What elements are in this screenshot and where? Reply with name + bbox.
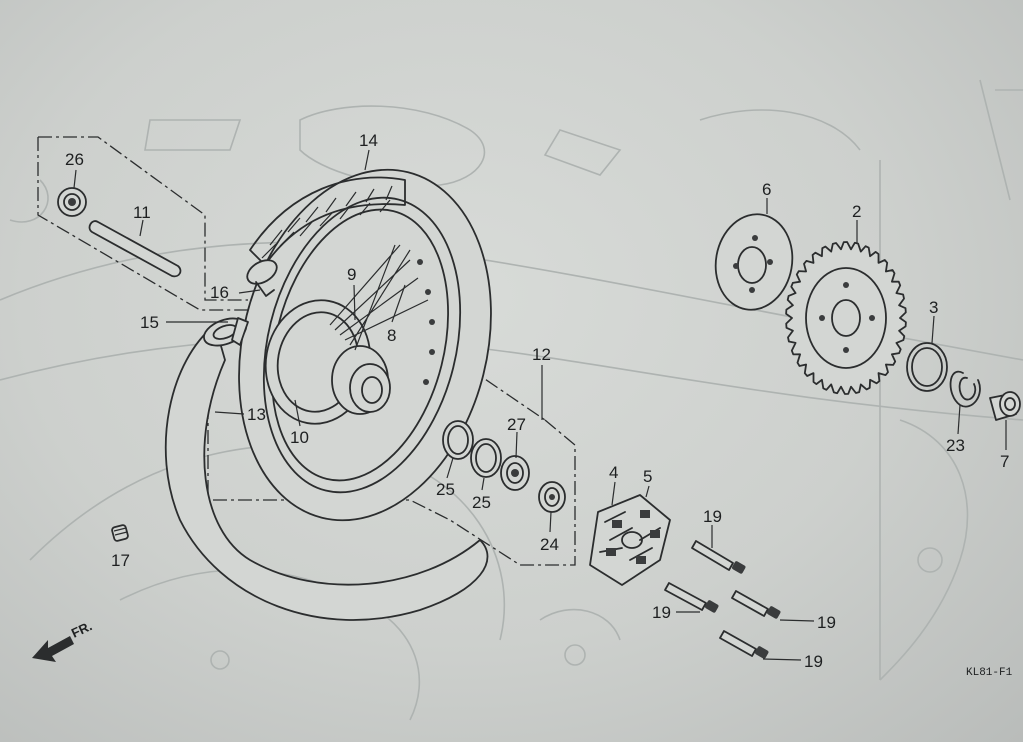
callout-leader-lines xyxy=(73,149,1007,661)
callout-8: 8 xyxy=(387,326,396,345)
callout-7: 7 xyxy=(1000,452,1009,471)
callout-12: 12 xyxy=(532,345,551,364)
callout-25-second: 25 xyxy=(472,493,491,512)
direction-label: FR. xyxy=(69,618,94,640)
callout-15: 15 xyxy=(140,313,159,332)
callout-2: 2 xyxy=(852,202,861,221)
ring-circlip-collar xyxy=(906,342,1021,421)
wheel-damper-rubbers xyxy=(589,494,671,586)
callout-3: 3 xyxy=(929,298,938,317)
rear-wheel-assembly xyxy=(238,168,492,522)
tube-and-rim-band xyxy=(164,259,489,621)
callout-6: 6 xyxy=(762,180,771,199)
sprocket-plate xyxy=(714,213,794,311)
callout-25-first: 25 xyxy=(436,480,455,499)
callout-23: 23 xyxy=(946,436,965,455)
callout-11: 11 xyxy=(133,203,151,222)
callout-19-left: 19 xyxy=(652,603,671,622)
callout-27: 27 xyxy=(507,415,526,434)
callout-5: 5 xyxy=(643,467,652,486)
background-ghost-drawing xyxy=(0,79,1023,721)
callout-19-top: 19 xyxy=(703,507,722,526)
callout-10: 10 xyxy=(290,428,309,447)
drawing-code: KL81-F1 xyxy=(966,667,1013,679)
valve-cap xyxy=(111,524,129,542)
callout-4: 4 xyxy=(609,463,618,482)
callout-14: 14 xyxy=(359,131,378,150)
seals-and-bearings xyxy=(442,420,566,513)
callout-16: 16 xyxy=(210,283,229,302)
front-direction-arrow-icon: FR. xyxy=(32,618,94,662)
axle-and-bearing xyxy=(57,187,182,278)
callout-17: 17 xyxy=(111,551,130,570)
driven-sprocket xyxy=(785,241,907,395)
callout-numbers: 26 11 14 16 9 8 15 13 10 12 27 25 25 24 … xyxy=(65,131,1009,671)
callout-19-right: 19 xyxy=(817,613,836,632)
callout-24: 24 xyxy=(540,535,559,554)
callout-19-bottom: 19 xyxy=(804,652,823,671)
callout-9: 9 xyxy=(347,265,356,284)
callout-26: 26 xyxy=(65,150,84,169)
driven-flange-studs xyxy=(664,540,781,659)
callout-13: 13 xyxy=(247,405,266,424)
